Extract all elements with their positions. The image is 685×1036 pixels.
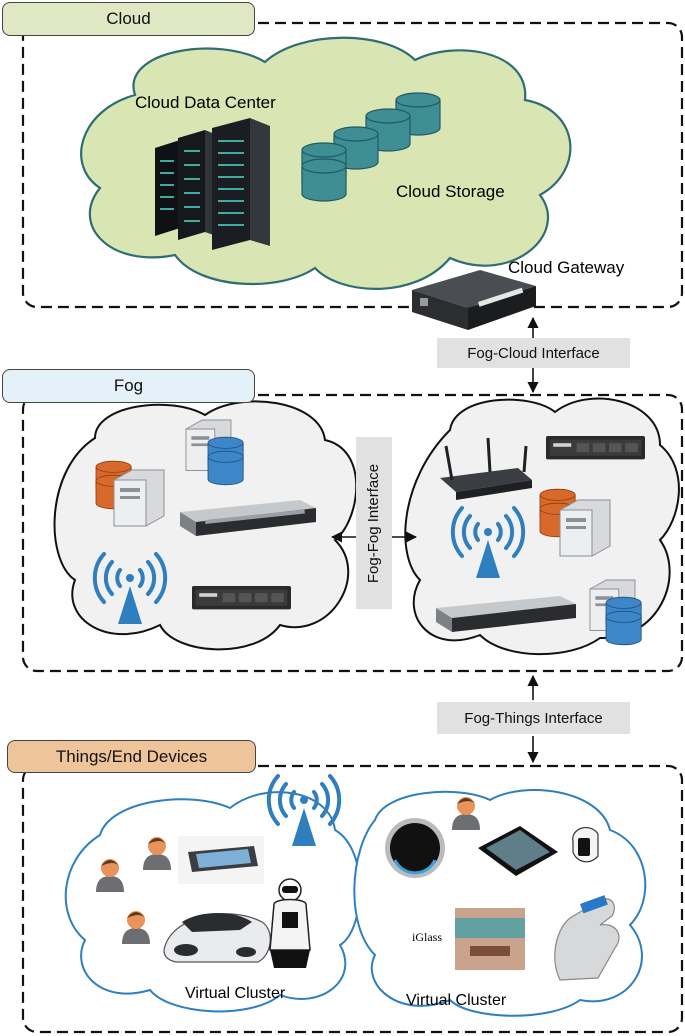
cloud-gateway-label: Cloud Gateway	[508, 258, 625, 277]
virtual-cluster-right-label: Virtual Cluster	[406, 992, 507, 1009]
server-tower-icon	[559, 499, 611, 557]
smartphone-icon	[178, 836, 264, 884]
thermostat-icon	[385, 818, 445, 878]
cloud-layer-title: Cloud	[106, 9, 151, 28]
robot-icon	[269, 878, 311, 968]
iglass-label: iGlass	[412, 930, 442, 944]
rack-server-icon	[436, 596, 576, 632]
gateway-icon	[412, 270, 536, 330]
fog-layer-tab: Fog	[2, 369, 255, 403]
fog-things-interface-text: Fog-Things Interface	[464, 709, 603, 727]
rack-server-icon	[180, 500, 316, 536]
fog-layer-title: Fog	[113, 376, 144, 395]
things-layer-tab: Things/End Devices	[7, 740, 256, 773]
fog-cloud-interface-label: Fog-Cloud Interface	[437, 338, 630, 368]
tablet-icon	[478, 826, 558, 876]
gateway-icon	[192, 586, 291, 610]
database-icon	[207, 436, 244, 486]
server-tower-icon	[113, 469, 165, 527]
cloud-storage-label: Cloud Storage	[396, 182, 505, 201]
server-rack-icon	[155, 118, 270, 250]
things-layer-frame	[21, 764, 684, 1034]
database-icon	[605, 596, 642, 646]
fog-layer-frame	[21, 393, 684, 673]
fog-fog-interface-label: Fog-Fog Interface	[356, 437, 392, 609]
car-icon	[163, 913, 271, 963]
fog-fog-interface-text: Fog-Fog Interface	[365, 463, 383, 583]
fog-cloud-interface-text: Fog-Cloud Interface	[467, 344, 600, 362]
gateway-icon	[546, 436, 645, 460]
smart-ring-hand-icon	[554, 895, 620, 981]
smart-glasses-icon	[455, 908, 525, 970]
cloud-layer-frame	[21, 21, 684, 309]
cloud-layer-tab: Cloud	[2, 2, 255, 36]
smartwatch-icon	[572, 826, 599, 863]
router-icon	[440, 437, 532, 500]
virtual-cluster-left-label: Virtual Cluster	[185, 985, 286, 1002]
cloud-data-center-label: Cloud Data Center	[135, 93, 276, 112]
virtual-cluster-left-blob	[64, 791, 361, 1013]
fog-things-interface-label: Fog-Things Interface	[437, 702, 630, 734]
things-layer-title: Things/End Devices	[55, 746, 208, 766]
